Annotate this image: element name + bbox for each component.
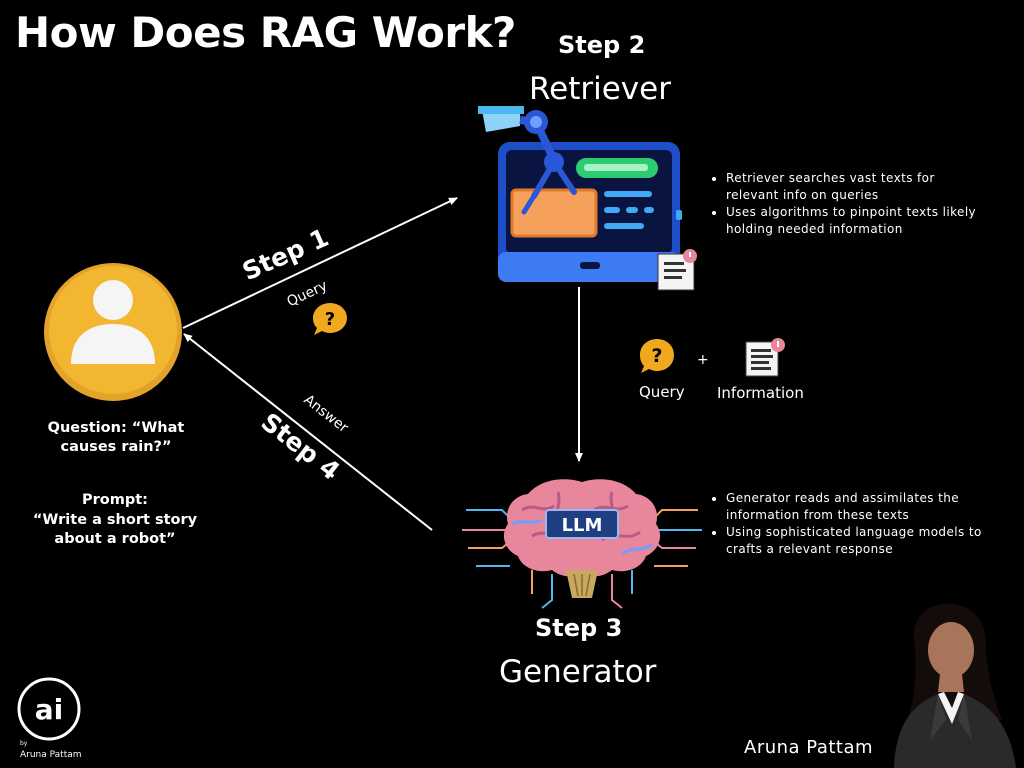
step2-name: Retriever xyxy=(529,71,671,107)
combine-question-icon: ? xyxy=(640,339,674,373)
generator-bullet-2: Using sophisticated language models to c… xyxy=(726,524,986,558)
svg-text:?: ? xyxy=(651,345,662,367)
svg-text:?: ? xyxy=(325,309,335,330)
generator-description: Generator reads and assimilates the info… xyxy=(708,490,986,558)
user-prompt-label: Prompt: xyxy=(82,492,148,508)
logo-name: Aruna Pattam xyxy=(20,750,82,760)
answer-arrow xyxy=(183,333,433,531)
user-avatar-icon xyxy=(44,263,182,401)
step3-name: Generator xyxy=(499,654,657,690)
step2-label: Step 2 xyxy=(558,31,646,59)
generator-brain-icon: LLM xyxy=(462,479,702,609)
author-portrait xyxy=(894,603,1016,768)
retriever-bullet-2: Uses algorithms to pinpoint texts likely… xyxy=(726,204,986,238)
ai-logo-icon: ai xyxy=(17,677,81,741)
question-bubble-icon: ? xyxy=(313,303,347,335)
generator-bullet-1: Generator reads and assimilates the info… xyxy=(726,490,986,524)
combine-plus: + xyxy=(697,352,709,368)
ai-logo-mark: ai xyxy=(35,693,64,726)
retriever-bullet-1: Retriever searches vast texts for releva… xyxy=(726,170,986,204)
combine-information-label: Information xyxy=(717,384,804,402)
llm-badge-label: LLM xyxy=(562,515,603,536)
query-arrow xyxy=(182,197,458,329)
page-title: How Does RAG Work? xyxy=(15,8,516,57)
step3-label: Step 3 xyxy=(535,614,623,642)
author-name: Aruna Pattam xyxy=(744,737,874,758)
retriever-monitor-icon xyxy=(478,106,697,291)
combine-query-label: Query xyxy=(639,383,685,401)
information-document-icon xyxy=(745,338,785,377)
retriever-description: Retriever searches vast texts for releva… xyxy=(708,170,986,238)
user-prompt-text: “Write a short story about a robot” xyxy=(32,512,198,547)
logo-by: by xyxy=(20,740,28,747)
user-question: Question: “What causes rain?” xyxy=(47,420,185,455)
